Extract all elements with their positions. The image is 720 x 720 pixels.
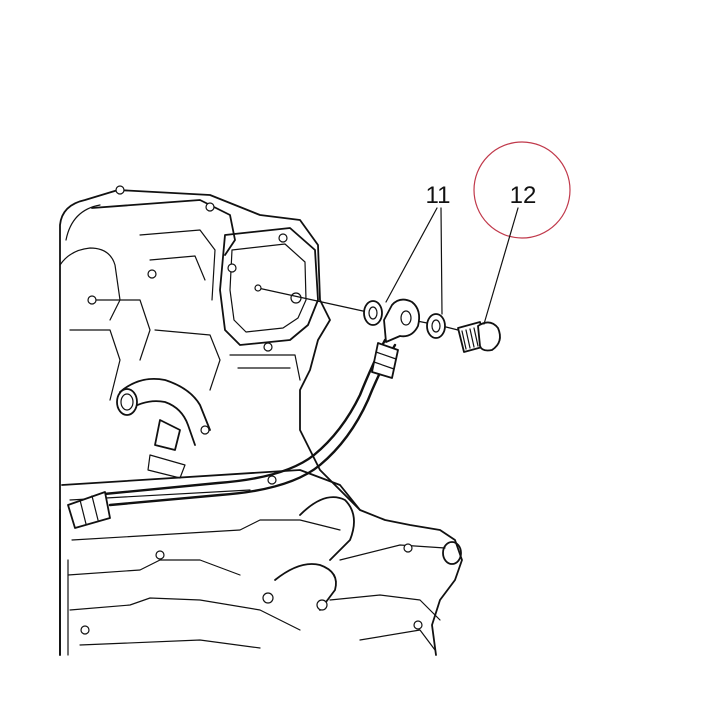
- callout-11: 11: [385, 182, 451, 315]
- engine-block-drawing: [59, 189, 463, 656]
- hose-line: [67, 338, 399, 529]
- banjo-bolt: [457, 321, 501, 353]
- exploded-axis-line: [254, 284, 459, 331]
- callout-12-label: 12: [510, 182, 537, 209]
- sealing-washer-right: [426, 313, 446, 339]
- callout-12: 12: [473, 141, 571, 325]
- callout-11-label: 11: [426, 182, 451, 209]
- banjo-fitting: [383, 298, 421, 343]
- callout-12-highlight-circle: [473, 141, 571, 239]
- sealing-washer-left: [363, 300, 383, 326]
